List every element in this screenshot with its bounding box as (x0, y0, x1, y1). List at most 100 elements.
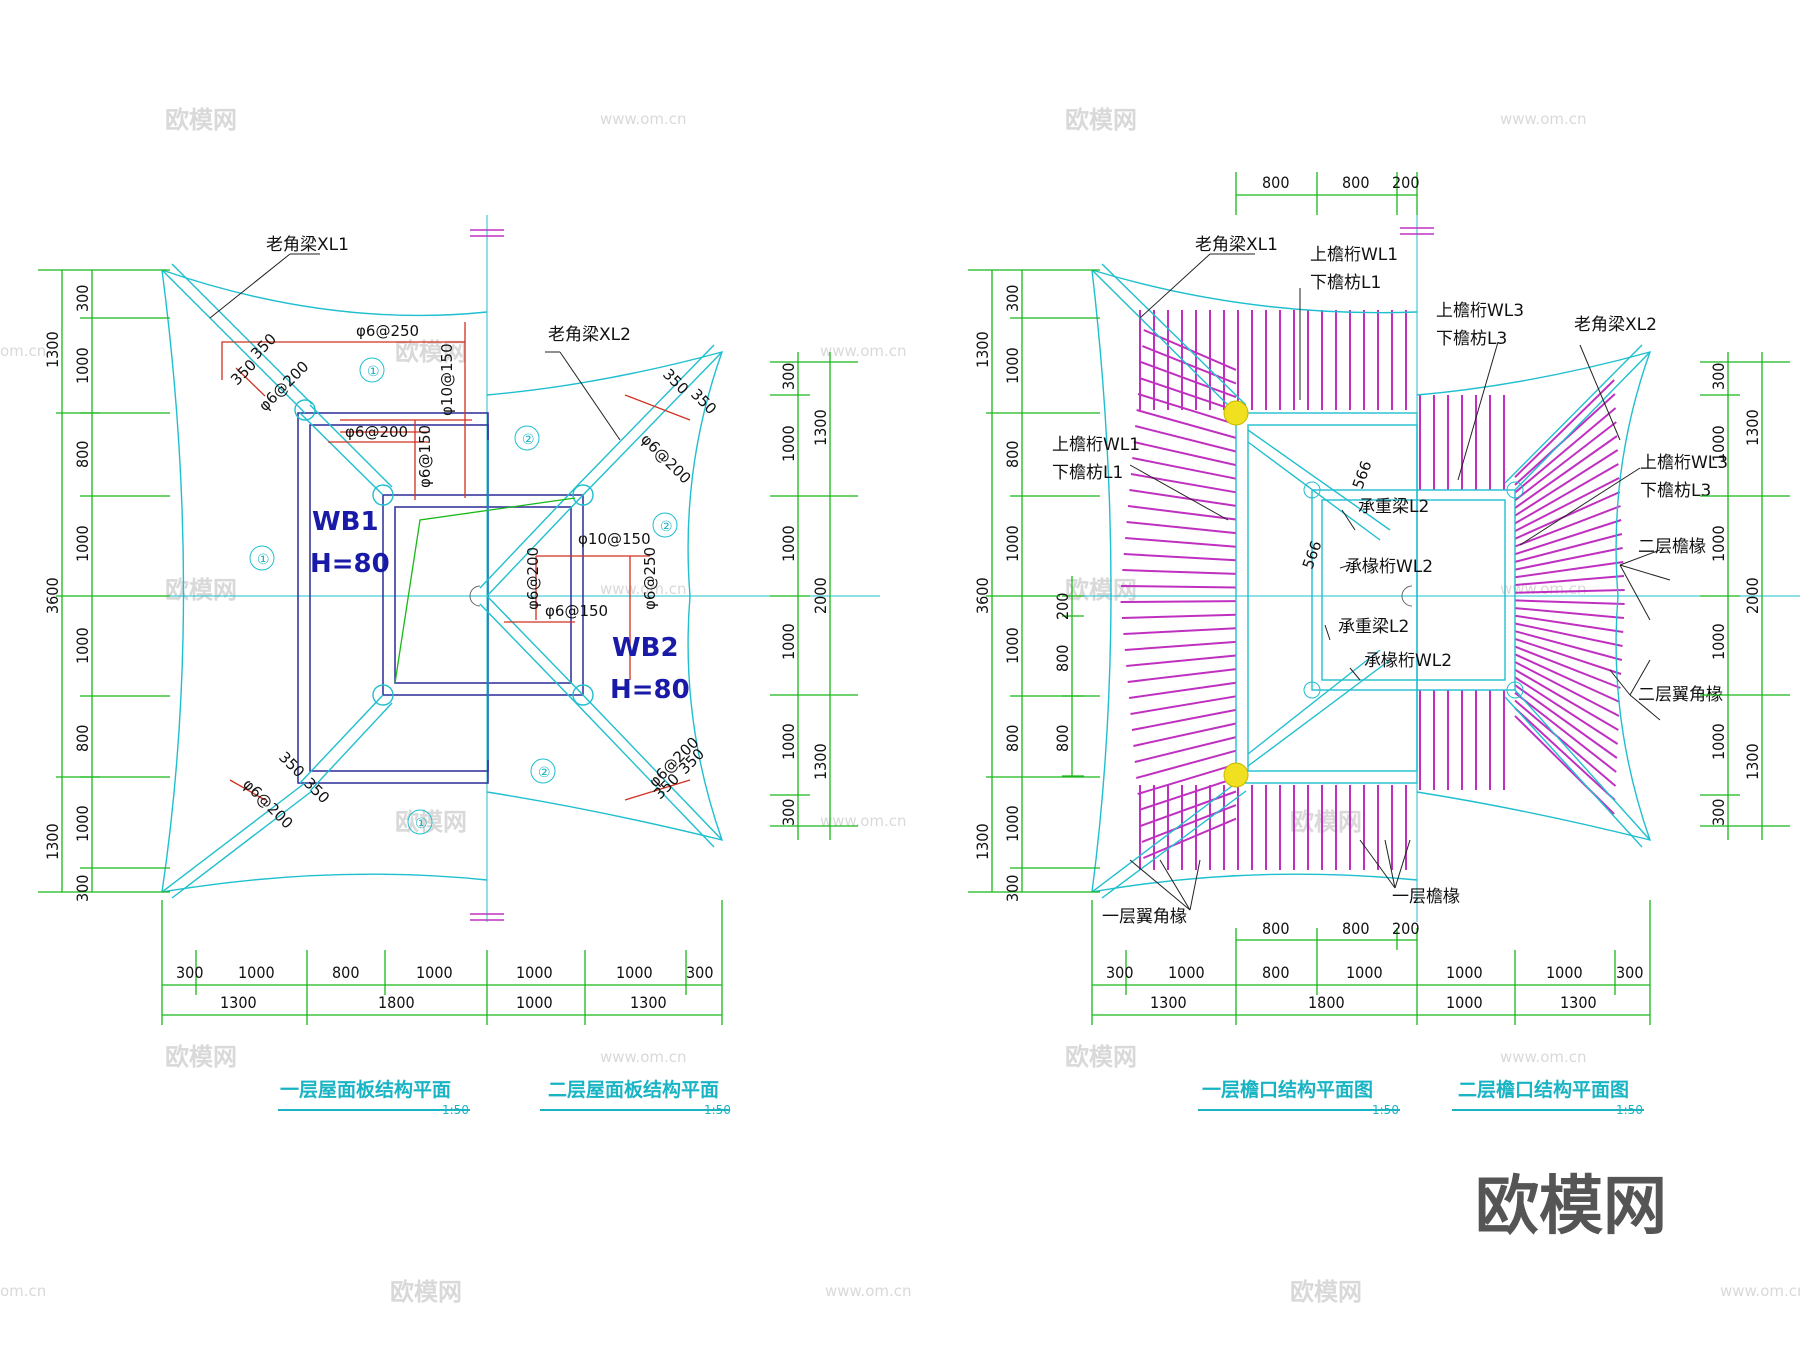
rebar-label: φ6@200 (345, 423, 408, 441)
dim-label: 800 (73, 725, 92, 752)
dim-chain-bottom: 300 1000 800 1000 1000 1000 300 1300 180… (161, 900, 723, 1025)
zone-marker: ② (538, 765, 551, 781)
dim-label: 800 (332, 963, 359, 982)
dim-label: 800 (1053, 645, 1072, 672)
rebar-label: φ6@200 (524, 547, 542, 610)
dim-label: 800 (1262, 963, 1289, 982)
slab-mark: 350 (275, 748, 308, 781)
label-rafter-purlin: 承椽桁WL2 (1345, 557, 1433, 577)
roof-outline-upper (486, 350, 724, 841)
rafter-line (1122, 569, 1237, 575)
watermark-url: www.om.cn (1500, 110, 1587, 128)
rafter-line (1514, 561, 1624, 579)
slab-mark: 350 (227, 356, 260, 389)
dim-label: 1000 (1709, 525, 1728, 562)
slab-mark: 350 (659, 365, 692, 398)
rafter-line (1133, 722, 1237, 747)
label-eave-purlin: 上檐桁WL1 (1310, 245, 1398, 265)
dim-label: 200 (1392, 919, 1419, 938)
watermark-url: om.cn (0, 1282, 46, 1300)
rafter-line (1514, 533, 1623, 563)
dim-chain-left: 300 1000 800 1000 1000 800 1000 300 1300… (38, 269, 170, 902)
watermark-logo: 欧模网 (1290, 1278, 1362, 1306)
watermark-url: www.om.cn (820, 812, 907, 830)
dim-chain-left: 300 1000 800 1000 1000 800 1000 300 1300… (968, 269, 1100, 902)
rafter-line (1132, 457, 1237, 480)
roof-outline-lower (1091, 269, 1418, 893)
label-corner-beam-xl1: 老角梁XL1 (1195, 235, 1278, 255)
watermark-url: www.om.cn (1500, 1048, 1587, 1066)
rafter-line (1131, 708, 1237, 731)
rafter-line (1137, 393, 1237, 426)
label-rafter-tier2: 二层檐椽 (1638, 537, 1706, 557)
dim-label-outer: 1300 (973, 823, 992, 860)
dim-label-outer: 2000 (1743, 577, 1762, 614)
rafter-line (1136, 409, 1237, 439)
dim-label: 1000 (779, 425, 798, 462)
dim-label-outer: 1300 (1743, 743, 1762, 780)
dim-label: 1000 (416, 963, 453, 982)
rafter-line (1514, 699, 1617, 787)
dim-label-outer: 3600 (973, 577, 992, 614)
dim-label-outer: 1300 (220, 993, 257, 1012)
dim-label: 1000 (1709, 623, 1728, 660)
label-eave-purlin: 上檐桁WL1 (1052, 435, 1140, 455)
rafter-line (1514, 379, 1615, 478)
rebar-label: φ6@200 (637, 430, 694, 487)
rafter-line (1514, 668, 1619, 731)
dim-label: 1000 (1346, 963, 1383, 982)
rafter-line (1514, 547, 1623, 571)
rafter-line (1121, 613, 1237, 619)
watermark-url: www.om.cn (820, 342, 907, 360)
dim-label: 1000 (1709, 723, 1728, 760)
dim-label: 1000 (238, 963, 275, 982)
dim-label-outer: 1000 (516, 993, 553, 1012)
rafter-line (1130, 695, 1237, 715)
roof-outline-upper (1416, 350, 1652, 841)
slab-wb1 (297, 412, 489, 784)
dim-label: 1000 (1003, 525, 1022, 562)
watermark-logo: 欧模网 (1065, 106, 1137, 134)
rafter-line (1124, 640, 1237, 651)
zone-marker: ② (660, 519, 673, 535)
rafter-line (1514, 645, 1621, 689)
rebar-label: φ6@150 (416, 425, 434, 488)
eave-frame-lower (1235, 412, 1418, 784)
dim-label: 1000 (779, 723, 798, 760)
rafter-line (1140, 790, 1237, 827)
rafter-line (1126, 654, 1237, 667)
dim-label-outer: 1800 (1308, 993, 1345, 1012)
rafter-line (1140, 361, 1237, 399)
dim-label: 200 (1392, 173, 1419, 192)
rebar-label: φ10@150 (578, 530, 651, 548)
label-eave-tie: 下檐枋L1 (1052, 463, 1123, 483)
rafter-line (1514, 463, 1619, 525)
rafter-line (1134, 425, 1237, 453)
rafter-line (1123, 553, 1237, 562)
dim-label-outer: 1300 (1560, 993, 1597, 1012)
dim-label: 800 (1003, 441, 1022, 468)
slab-tag-wb1: WB1 (312, 507, 379, 537)
dim-chain-right: 300 1000 1000 1000 1000 300 1300 2000 13… (770, 352, 858, 840)
dim-label: 1000 (616, 963, 653, 982)
rafter-line (1125, 537, 1237, 548)
watermark-url: om.cn (0, 342, 46, 360)
dim-label: 800 (1262, 919, 1289, 938)
rafter-line (1137, 763, 1237, 795)
watermark-url: www.om.cn (1720, 1282, 1800, 1300)
rafter-line (1514, 477, 1620, 532)
dim-label: 300 (686, 963, 713, 982)
dim-chain-right: 300 1000 1000 1000 1000 300 1300 2000 13… (1700, 352, 1790, 840)
rafter-line (1514, 589, 1625, 594)
dim-label: 800 (1262, 173, 1289, 192)
rafter-line (1514, 435, 1618, 509)
rafter-line (1514, 630, 1623, 661)
slab-tag-wb2: WB2 (612, 633, 679, 663)
dim-label: 300 (73, 875, 92, 902)
dim-label: 200 (1053, 593, 1072, 620)
rafter-line (1128, 681, 1237, 699)
right-plan: 老角梁XL1 老角梁XL2 上檐桁WL1 下檐枋L1 上檐桁WL3 下檐枋L3 … (968, 172, 1800, 1117)
dim-label: 800 (1342, 173, 1369, 192)
rafter-line (1514, 684, 1618, 759)
zone-marker: ① (415, 816, 428, 832)
